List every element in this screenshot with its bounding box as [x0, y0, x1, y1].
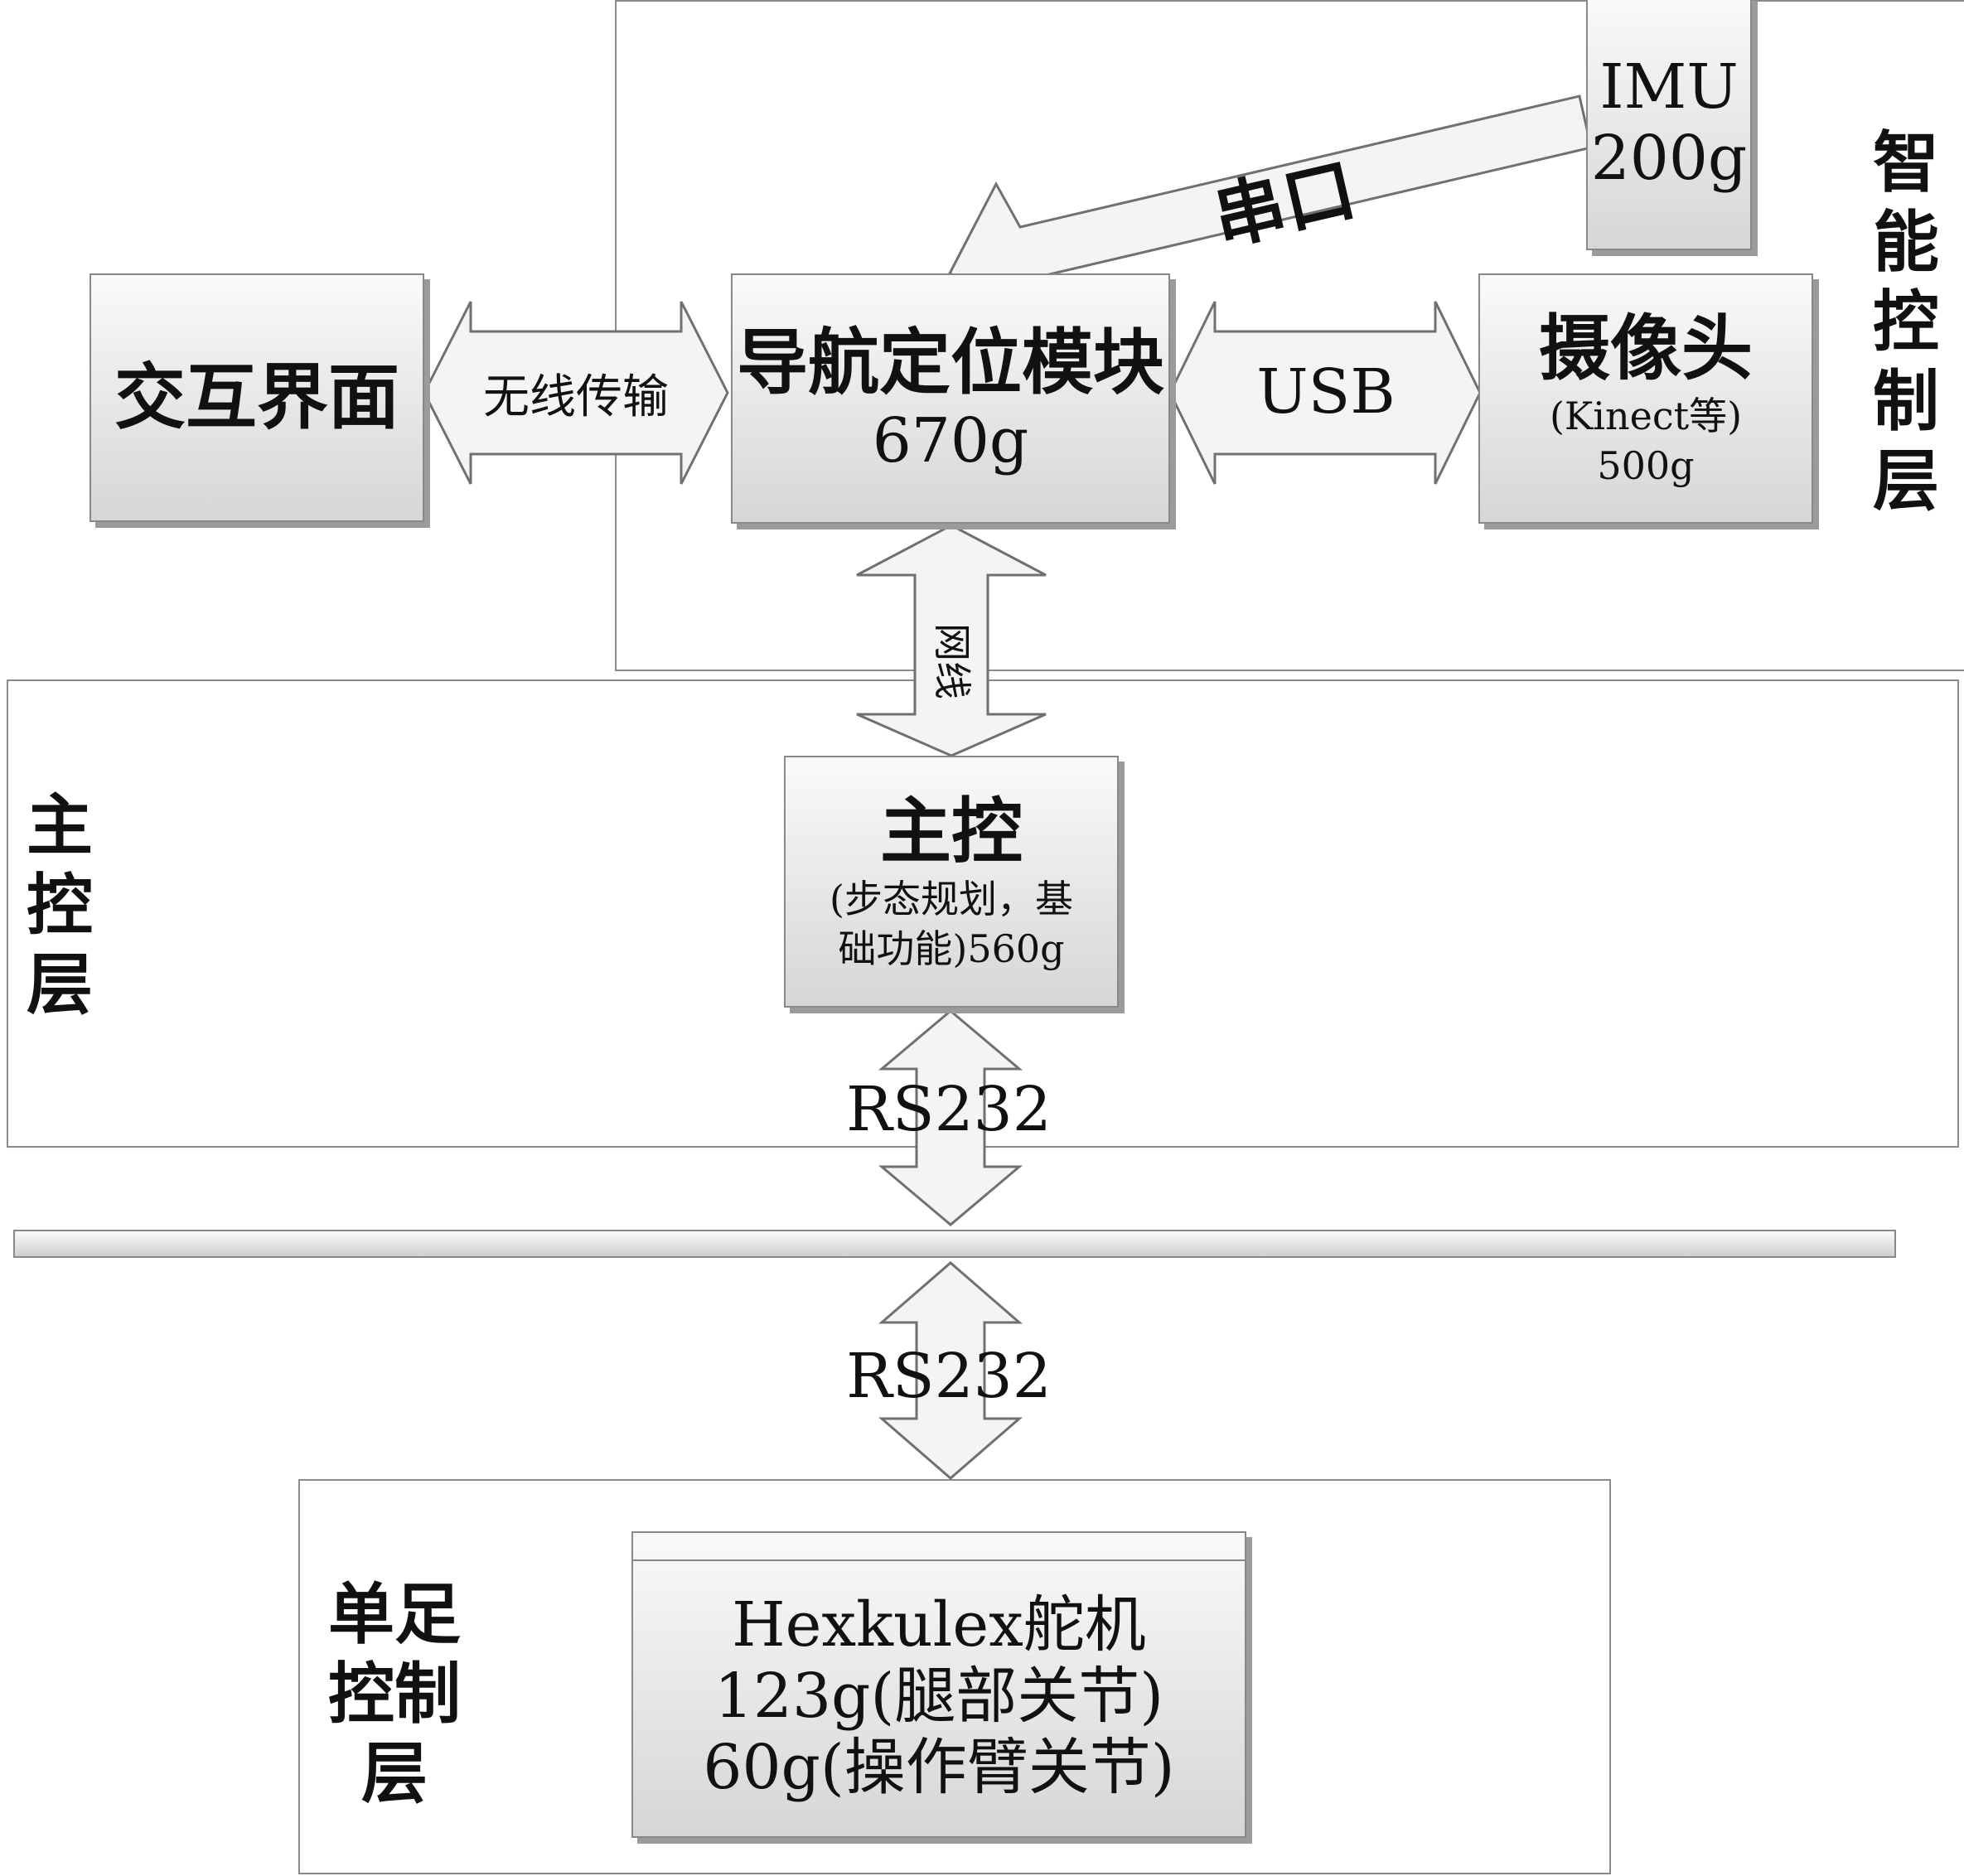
navigation-positioning-module: 导航定位模块 670g	[731, 273, 1170, 524]
camera-module-weight: 500g	[1597, 443, 1695, 488]
wireless-transmission-label: 无线传输	[483, 370, 669, 424]
imu-module-title: IMU	[1599, 51, 1739, 123]
servo-module: Hexkulex舵机 123g(腿部关节) 60g(操作臂关节)	[631, 1531, 1246, 1838]
servo-module-title: Hexkulex舵机	[732, 1589, 1146, 1661]
main-control-layer-label: 主 控 层	[27, 786, 93, 1023]
main-controller-note-line2: 础功能)560g	[838, 926, 1065, 971]
intelligent-control-layer-label: 智 能 控 制 层	[1873, 123, 1939, 520]
camera-module: 摄像头 (Kinect等) 500g	[1478, 273, 1813, 524]
interaction-interface-module: 交互界面	[89, 273, 424, 522]
usb-label: USB	[1256, 356, 1396, 428]
main-controller-title: 主控	[880, 790, 1023, 873]
rs232-lower-double-arrow	[878, 1261, 1023, 1480]
serial-bus-bar	[13, 1230, 1896, 1258]
servo-module-header-line	[633, 1559, 1245, 1561]
interaction-interface-title: 交互界面	[114, 355, 399, 439]
rs232-upper-label: RS232	[846, 1074, 1052, 1145]
rs232-upper-double-arrow	[878, 1009, 1023, 1226]
main-controller-module: 主控 (步态规划，基 础功能)560g	[784, 756, 1119, 1008]
navigation-module-weight: 670g	[872, 405, 1029, 476]
ethernet-label: 网线	[930, 623, 975, 699]
main-controller-note-line1: (步态规划，基	[830, 877, 1073, 921]
servo-module-arm-joint: 60g(操作臂关节)	[703, 1732, 1175, 1803]
navigation-module-title: 导航定位模块	[737, 321, 1164, 404]
camera-module-title: 摄像头	[1539, 307, 1753, 390]
wireless-double-arrow	[423, 301, 729, 485]
servo-module-leg-joint: 123g(腿部关节)	[714, 1661, 1164, 1732]
single-foot-control-layer-label: 单足 控制 层	[328, 1575, 461, 1812]
imu-module-weight: 200g	[1590, 123, 1748, 194]
rs232-lower-label: RS232	[846, 1341, 1052, 1412]
imu-module: IMU 200g	[1586, 0, 1752, 250]
camera-module-note: (Kinect等)	[1549, 394, 1743, 438]
